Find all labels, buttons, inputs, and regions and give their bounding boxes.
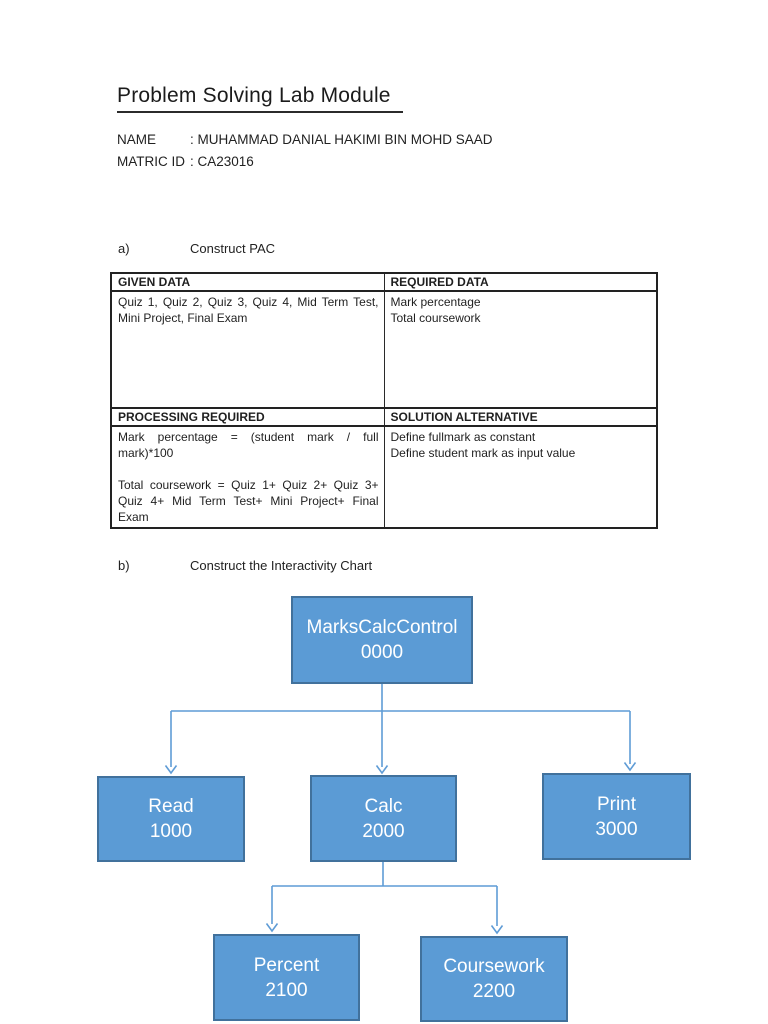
name-row: NAME : MUHAMMAD DANIAL HAKIMI BIN MOHD SA… [117,129,493,151]
pac-table: GIVEN DATA REQUIRED DATA Quiz 1, Quiz 2,… [110,272,658,529]
given-data-header: GIVEN DATA [110,272,385,292]
arrow-down-icon [164,765,178,775]
chart-node-calc: Calc 2000 [310,775,457,862]
solution-line: Define student mark as input value [390,446,576,460]
node-number: 2000 [362,820,405,842]
pac-table-data-row-2: Mark percentage = (student mark / full m… [110,425,658,529]
document-title: Problem Solving Lab Module [117,84,403,113]
arrow-down-icon [375,765,389,775]
node-number: 3000 [595,818,638,840]
node-number: 2100 [265,979,308,1001]
chart-node-percent: Percent 2100 [213,934,360,1021]
section-b-heading: Construct the Interactivity Chart [190,558,373,573]
chart-node-coursework: Coursework 2200 [420,936,568,1022]
section-a-marker: a) [118,241,130,256]
processing-line: Mark percentage = (student mark / full m… [118,430,379,460]
chart-node-read: Read 1000 [97,776,245,862]
required-data-line: Mark percentage [390,295,481,309]
given-data-cell: Quiz 1, Quiz 2, Quiz 3, Quiz 4, Mid Term… [110,290,385,409]
solution-alternative-cell: Define fullmark as constant Define stude… [383,425,658,529]
solution-line: Define fullmark as constant [390,430,536,444]
arrow-down-icon [265,923,279,933]
matric-label: MATRIC ID [117,154,185,169]
chart-node-print: Print 3000 [542,773,691,860]
matric-value: : CA23016 [190,154,254,169]
required-data-line: Total coursework [390,311,481,325]
given-data-text: Quiz 1, Quiz 2, Quiz 3, Quiz 4, Mid Term… [118,295,379,325]
matric-row: MATRIC ID : CA23016 [117,151,493,173]
node-label: Coursework [443,956,545,977]
node-label: Percent [253,954,320,976]
name-label: NAME [117,132,157,147]
node-number: 1000 [149,821,193,842]
section-b: b) Construct the Interactivity Chart [118,558,372,573]
node-number: 0000 [360,642,404,663]
node-label: Print [596,793,637,815]
processing-required-cell: Mark percentage = (student mark / full m… [110,425,385,529]
name-value: : MUHAMMAD DANIAL HAKIMI BIN MOHD SAAD [190,132,493,147]
processing-required-header: PROCESSING REQUIRED [110,407,385,427]
required-data-cell: Mark percentage Total coursework [383,290,658,409]
section-b-marker: b) [118,558,130,573]
node-label: MarksCalcControl [306,617,458,638]
section-a: a) Construct PAC [118,241,275,256]
student-id-block: NAME : MUHAMMAD DANIAL HAKIMI BIN MOHD SA… [117,129,493,173]
node-number: 2200 [472,981,516,1002]
pac-table-header-row-2: PROCESSING REQUIRED SOLUTION ALTERNATIVE [110,407,658,427]
section-a-heading: Construct PAC [190,241,276,256]
pac-table-data-row-1: Quiz 1, Quiz 2, Quiz 3, Quiz 4, Mid Term… [110,290,658,409]
chart-node-markscalccontrol: MarksCalcControl 0000 [291,596,473,684]
solution-alternative-header: SOLUTION ALTERNATIVE [383,407,658,427]
processing-line: Total coursework = Quiz 1+ Quiz 2+ Quiz … [118,478,379,524]
node-label: Read [148,796,194,817]
node-label: Calc [364,795,403,817]
arrow-down-icon [490,925,504,935]
arrow-down-icon [623,762,637,772]
pac-table-header-row-1: GIVEN DATA REQUIRED DATA [110,272,658,292]
required-data-header: REQUIRED DATA [383,272,658,292]
